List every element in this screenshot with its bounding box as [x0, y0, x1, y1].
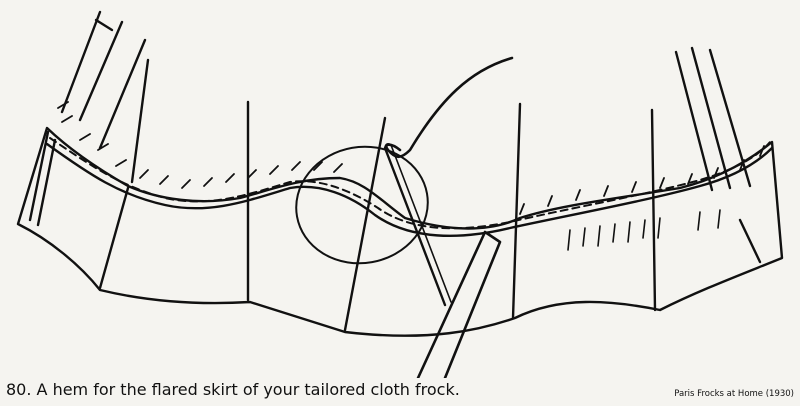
thread [386, 58, 512, 157]
gather-marks [568, 210, 720, 250]
figure-caption: 80. A hem for the flared skirt of your t… [6, 380, 460, 399]
hem-illustration [0, 0, 800, 378]
hem-flap [418, 232, 500, 378]
source-credit: Paris Frocks at Home (1930) [674, 389, 794, 399]
skirt-outline [18, 128, 782, 336]
